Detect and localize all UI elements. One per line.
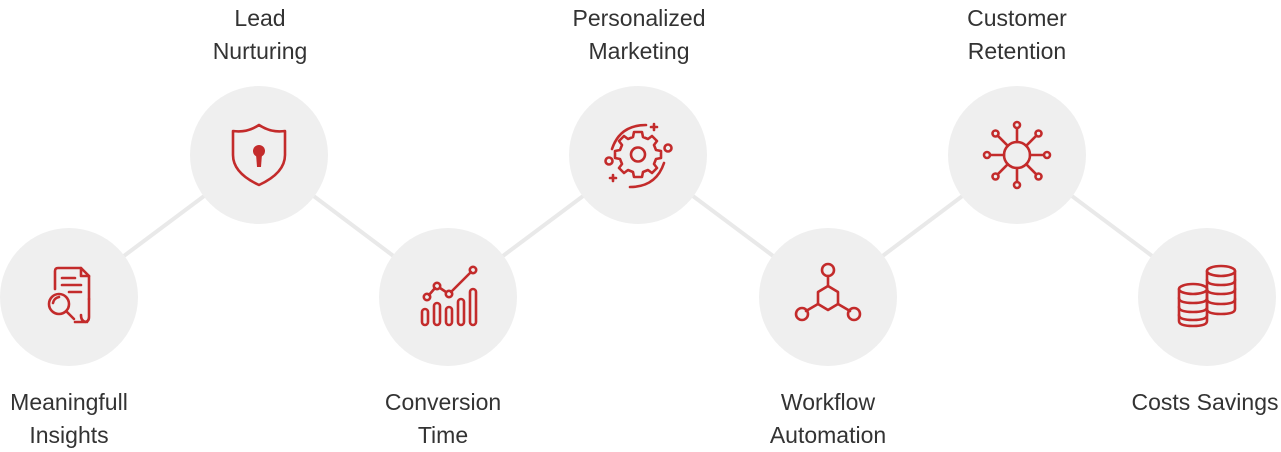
- step-label: Customer Retention: [907, 2, 1127, 68]
- label-line-2: Marketing: [588, 38, 690, 64]
- gear-cycle-icon: [604, 122, 673, 189]
- step-workflow-automation: [759, 228, 897, 366]
- shield-keyhole-icon: [231, 123, 287, 187]
- step-costs-savings: [1138, 228, 1276, 366]
- label-line-1: Workflow: [780, 389, 876, 415]
- label-line-1: Customer: [967, 5, 1067, 31]
- step-label: Lead Nurturing: [150, 2, 370, 68]
- search-document-icon: [47, 266, 91, 324]
- growth-chart-icon: [420, 265, 478, 327]
- label-line-2: Time: [417, 422, 469, 448]
- hub-nodes-icon: [982, 120, 1052, 190]
- step-meaningfull-insights: [0, 228, 138, 366]
- step-label: Conversion Time: [333, 386, 553, 452]
- coin-stacks-icon: [1177, 264, 1237, 328]
- step-customer-retention: [948, 86, 1086, 224]
- label-line-1: Conversion: [384, 389, 502, 415]
- label-line-1: Costs Savings: [1131, 389, 1279, 415]
- network-nodes-icon: [794, 262, 862, 322]
- step-personalized-marketing: [569, 86, 707, 224]
- label-line-1: Meaningfull: [10, 389, 128, 415]
- step-label: Workflow Automation: [718, 386, 938, 452]
- label-line-2: Automation: [769, 422, 887, 448]
- label-line-1: Personalized: [572, 5, 706, 31]
- label-line-1: Lead: [234, 5, 286, 31]
- step-label: Personalized Marketing: [529, 2, 749, 68]
- step-conversion-time: [379, 228, 517, 366]
- label-line-2: Nurturing: [212, 38, 308, 64]
- step-lead-nurturing: [190, 86, 328, 224]
- label-line-2: Insights: [29, 422, 109, 448]
- step-label: Costs Savings: [1095, 386, 1281, 419]
- step-label: Meaningfull Insights: [0, 386, 179, 452]
- label-line-2: Retention: [967, 38, 1067, 64]
